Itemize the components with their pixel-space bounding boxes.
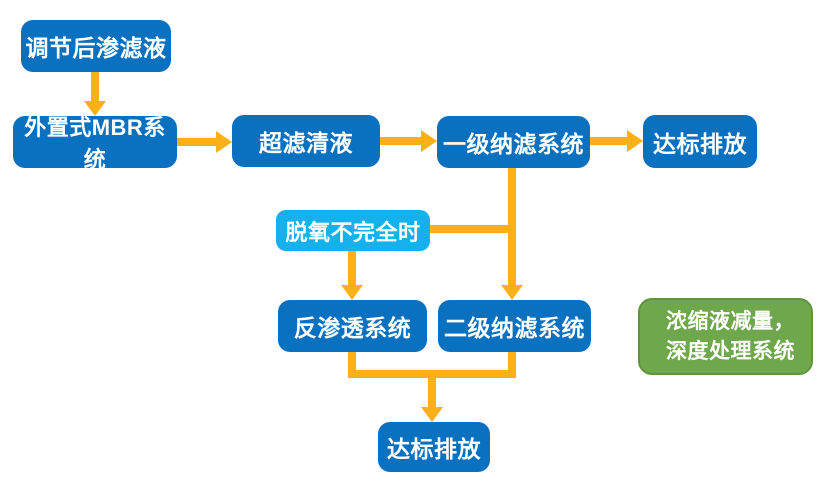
node-ro-system-label: 反渗透系统 (293, 315, 412, 341)
node-concentrate-note-line2: 深度处理系统 (666, 339, 795, 363)
node-nf1-system-label: 一级纳滤系统 (443, 131, 584, 157)
arrow-nf1-to-discharge-head (627, 130, 643, 152)
node-uf-clear-liquid-label: 超滤清液 (259, 130, 353, 156)
arrow-nf1-to-nf2-head (501, 285, 523, 300)
arrow-mbr-to-uf-shaft (177, 138, 217, 146)
node-adjusted-leachate: 调节后渗滤液 (21, 20, 171, 72)
node-external-mbr-system-label: 外置式MBR系统 (24, 115, 166, 172)
line-ro-down (348, 352, 356, 378)
arrow-nf1-to-discharge-shaft (590, 137, 628, 145)
arrow-mbr-to-uf-head (216, 131, 232, 153)
node-discharge-right: 达标排放 (643, 115, 757, 168)
node-discharge-bottom-label: 达标排放 (387, 436, 481, 462)
node-discharge-right-label: 达标排放 (653, 130, 747, 157)
arrow-condition-to-ro-head (341, 285, 363, 300)
node-nf2-system-label: 二级纳滤系统 (444, 315, 585, 341)
node-uf-clear-liquid: 超滤清液 (232, 115, 380, 167)
node-concentrate-note-line1: 浓缩液减量， (666, 309, 795, 333)
node-nf1-system: 一级纳滤系统 (437, 116, 590, 168)
arrow-leachate-to-mbr-head (84, 101, 106, 116)
line-condition-to-nf2-branch (430, 225, 516, 233)
node-ro-system: 反渗透系统 (278, 300, 427, 352)
arrow-uf-to-nf1-shaft (380, 137, 422, 145)
line-nf2-down (508, 352, 516, 378)
arrow-uf-to-nf1-head (421, 130, 437, 152)
node-nf2-system: 二级纳滤系统 (438, 300, 591, 352)
arrow-merge-to-discharge-shaft (428, 378, 436, 408)
node-discharge-bottom: 达标排放 (378, 422, 490, 472)
node-adjusted-leachate-label: 调节后渗滤液 (25, 35, 167, 61)
arrow-merge-to-discharge-head (421, 407, 443, 422)
node-deoxygenation-incomplete-label: 脱氧不完全时 (285, 219, 421, 245)
node-external-mbr-system: 外置式MBR系统 (13, 115, 177, 172)
line-merge-horizontal (348, 370, 516, 378)
node-deoxygenation-incomplete: 脱氧不完全时 (276, 210, 430, 251)
arrow-condition-to-ro-shaft (348, 251, 356, 286)
arrow-leachate-to-mbr-shaft (91, 72, 99, 102)
node-concentrate-note: 浓缩液减量， 深度处理系统 (638, 298, 813, 375)
